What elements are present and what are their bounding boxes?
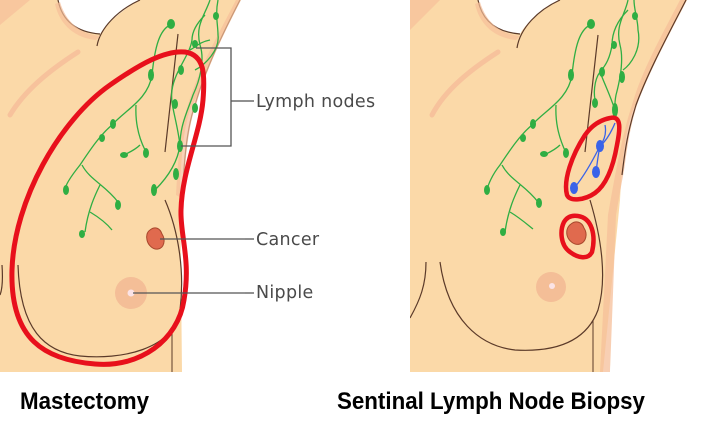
- lymph-node: [612, 103, 618, 117]
- lymph-nodes: [63, 12, 219, 238]
- sentinel-nodes: [570, 140, 604, 194]
- lymph-node: [79, 230, 85, 238]
- lymph-node: [484, 185, 490, 195]
- lymph-node: [192, 40, 198, 48]
- lymph-node: [172, 99, 178, 109]
- breast-outline: [17, 199, 183, 358]
- tumor-region-outline: [559, 213, 596, 260]
- sentinel-node: [570, 182, 578, 194]
- lymph-node: [592, 98, 598, 108]
- lymph-node: [568, 69, 574, 81]
- lymph-node: [115, 200, 121, 210]
- mastectomy-illustration: [0, 0, 245, 374]
- lymph-node: [587, 19, 595, 29]
- lymph-node: [192, 103, 198, 113]
- lymph-node: [143, 148, 149, 158]
- mastectomy-region-outline: [9, 49, 207, 367]
- lymph-node: [173, 168, 179, 180]
- label-lymph-nodes: Lymph nodes: [256, 92, 376, 112]
- lymph-node: [177, 140, 183, 152]
- lymph-nodes: [484, 12, 638, 236]
- label-nipple: Nipple: [256, 283, 314, 303]
- lymph-node: [178, 65, 184, 75]
- lymph-node: [619, 71, 625, 83]
- lymph-node: [563, 148, 569, 158]
- lymph-node: [611, 41, 617, 49]
- lymph-node: [63, 185, 69, 195]
- sentinel-node-region-outline: [563, 115, 622, 202]
- caption-sentinel-biopsy: Sentinal Lymph Node Biopsy: [337, 388, 645, 415]
- leader-lines: [133, 47, 245, 294]
- tumor-icon: [566, 221, 587, 245]
- lymph-node: [500, 228, 506, 236]
- lymph-node: [99, 134, 105, 142]
- label-cancer: Cancer: [256, 230, 320, 250]
- nipple-icon: [127, 289, 135, 297]
- sentinel-biopsy-illustration: [410, 0, 716, 374]
- torso-skin: [0, 0, 245, 372]
- lymph-vessels: [64, 0, 219, 233]
- breast-outline: [439, 199, 604, 351]
- lymph-node: [632, 12, 638, 20]
- armpit-gap: [58, 0, 140, 34]
- lymph-node: [148, 69, 154, 81]
- sentinel-node: [592, 166, 600, 178]
- lymph-node: [520, 134, 526, 142]
- arm-edge: [621, 0, 687, 176]
- lymph-node: [540, 151, 548, 157]
- lymph-node: [151, 184, 157, 196]
- lymph-node: [536, 198, 542, 208]
- lymph-node: [120, 152, 128, 158]
- lymph-node: [110, 119, 116, 129]
- lymph-node: [599, 67, 605, 77]
- lymph-node: [167, 19, 175, 29]
- torso-skin: [410, 0, 688, 372]
- nipple-icon: [549, 283, 555, 289]
- sentinel-node: [596, 140, 604, 152]
- lymph-node: [213, 12, 219, 20]
- tumor-icon: [146, 227, 165, 250]
- lymph-node: [530, 119, 536, 129]
- caption-mastectomy: Mastectomy: [20, 388, 150, 415]
